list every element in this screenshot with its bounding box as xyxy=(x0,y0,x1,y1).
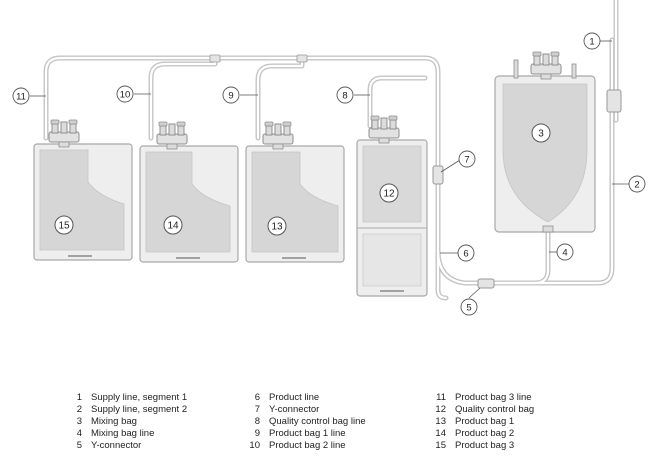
legend-text: Product bag 3 line xyxy=(455,392,532,403)
callout-4: 4 xyxy=(556,243,574,261)
svg-text:5: 5 xyxy=(466,302,471,313)
svg-text:10: 10 xyxy=(120,89,131,100)
callouts xyxy=(30,40,629,299)
legend-text: Product bag 2 xyxy=(455,427,515,439)
legend-text: Mixing bag line xyxy=(91,427,155,439)
legend-item: 14 Product bag 2 xyxy=(432,428,534,440)
legend-number: 2 xyxy=(76,403,82,415)
legend-item: 3 Mixing bag xyxy=(68,416,187,428)
legend-item: 9 Product bag 1 line xyxy=(246,428,366,440)
svg-text:9: 9 xyxy=(228,90,233,101)
legend-item: 15 Product bag 3 xyxy=(432,440,534,452)
mixing-bag xyxy=(494,51,596,233)
svg-text:7: 7 xyxy=(464,154,469,165)
legend-item: 7 Y-connector xyxy=(246,404,366,416)
svg-text:3: 3 xyxy=(538,129,544,140)
legend-text: Product bag 3 xyxy=(455,439,515,451)
svg-text:4: 4 xyxy=(562,247,567,258)
legend-text: Supply line, segment 2 xyxy=(91,403,188,415)
legend-text: Quality control bag xyxy=(455,403,535,415)
callout-11: 11 xyxy=(12,87,30,105)
legend-text: Quality control bag line xyxy=(269,415,366,427)
svg-text:14: 14 xyxy=(167,221,179,232)
y-connector-7-shape xyxy=(432,165,444,185)
bag-number-13: 13 xyxy=(267,216,287,236)
callout-5: 5 xyxy=(460,298,478,316)
bag-number-3: 3 xyxy=(531,123,551,143)
legend-number: 7 xyxy=(254,403,260,415)
legend-text: Product bag 1 line xyxy=(269,427,346,439)
svg-text:6: 6 xyxy=(463,248,468,259)
legend-text: Product bag 1 xyxy=(455,415,515,427)
svg-text:12: 12 xyxy=(383,189,395,200)
legend-item: 12 Quality control bag xyxy=(432,404,534,416)
bag-number-12: 12 xyxy=(379,183,399,203)
legend-item: 8 Quality control bag line xyxy=(246,416,366,428)
product-bag-2 xyxy=(139,121,239,263)
legend-text: Product line xyxy=(269,392,320,403)
legend-item: 2 Supply line, segment 2 xyxy=(68,404,187,416)
legend-column-2: 6 Product line 7 Y-connector 8 Quality cont… xyxy=(246,392,366,452)
legend-number: 9 xyxy=(254,427,260,439)
legend-number: 11 xyxy=(436,392,446,403)
legend-item: 10 Product bag 2 line xyxy=(246,440,366,452)
legend-number: 6 xyxy=(254,392,260,403)
legend-column-3: 11 Product bag 3 line 12 Quality control b… xyxy=(432,392,534,452)
svg-text:1: 1 xyxy=(589,36,594,47)
svg-text:8: 8 xyxy=(342,90,347,101)
callout-10: 10 xyxy=(116,85,134,103)
callout-8: 8 xyxy=(336,86,354,104)
legend-item: 1 Supply line, segment 1 xyxy=(68,392,187,404)
svg-text:11: 11 xyxy=(16,91,26,102)
legend-text: Mixing bag xyxy=(91,415,137,427)
legend-item: 6 Product line xyxy=(246,392,366,404)
legend-number: 13 xyxy=(435,415,446,427)
system-diagram: 15 14 13 12 3 1 2 4 xyxy=(12,0,646,316)
legend-item: 5 Y-connector xyxy=(68,440,187,452)
legend-text: Y-connector xyxy=(269,403,320,415)
product-bag-3 xyxy=(33,119,133,261)
legend-text: Product bag 2 line xyxy=(269,439,346,451)
tubing xyxy=(43,0,622,301)
legend-column-1: 1 Supply line, segment 1 2 Supply line, se… xyxy=(68,392,187,452)
legend-number: 4 xyxy=(76,427,82,439)
legend-number: 1 xyxy=(76,392,82,403)
product-bag-1 xyxy=(245,121,345,263)
legend-number: 12 xyxy=(435,403,446,415)
quality-control-bag xyxy=(356,115,428,297)
callout-9: 9 xyxy=(222,86,240,104)
y-connector-5-shape xyxy=(477,278,495,289)
legend-text: Supply line, segment 1 xyxy=(91,392,188,403)
svg-text:15: 15 xyxy=(58,221,70,232)
callout-2: 2 xyxy=(628,175,646,193)
legend-number: 10 xyxy=(249,439,260,451)
bag-number-14: 14 xyxy=(163,215,183,235)
legend-number: 14 xyxy=(435,427,446,439)
legend-item: 11 Product bag 3 line xyxy=(432,392,534,404)
legend-number: 8 xyxy=(254,415,260,427)
bag-number-15: 15 xyxy=(54,215,74,235)
legend-number: 15 xyxy=(435,439,446,451)
callout-7: 7 xyxy=(458,150,476,168)
legend-number: 5 xyxy=(76,439,82,451)
legend-text: Y-connector xyxy=(91,439,142,451)
legend-item: 4 Mixing bag line xyxy=(68,428,187,440)
callout-6: 6 xyxy=(457,244,475,262)
legend-item: 13 Product bag 1 xyxy=(432,416,534,428)
legend-number: 3 xyxy=(76,415,82,427)
svg-text:13: 13 xyxy=(271,222,283,233)
svg-text:2: 2 xyxy=(634,179,639,190)
callout-1: 1 xyxy=(583,32,601,50)
